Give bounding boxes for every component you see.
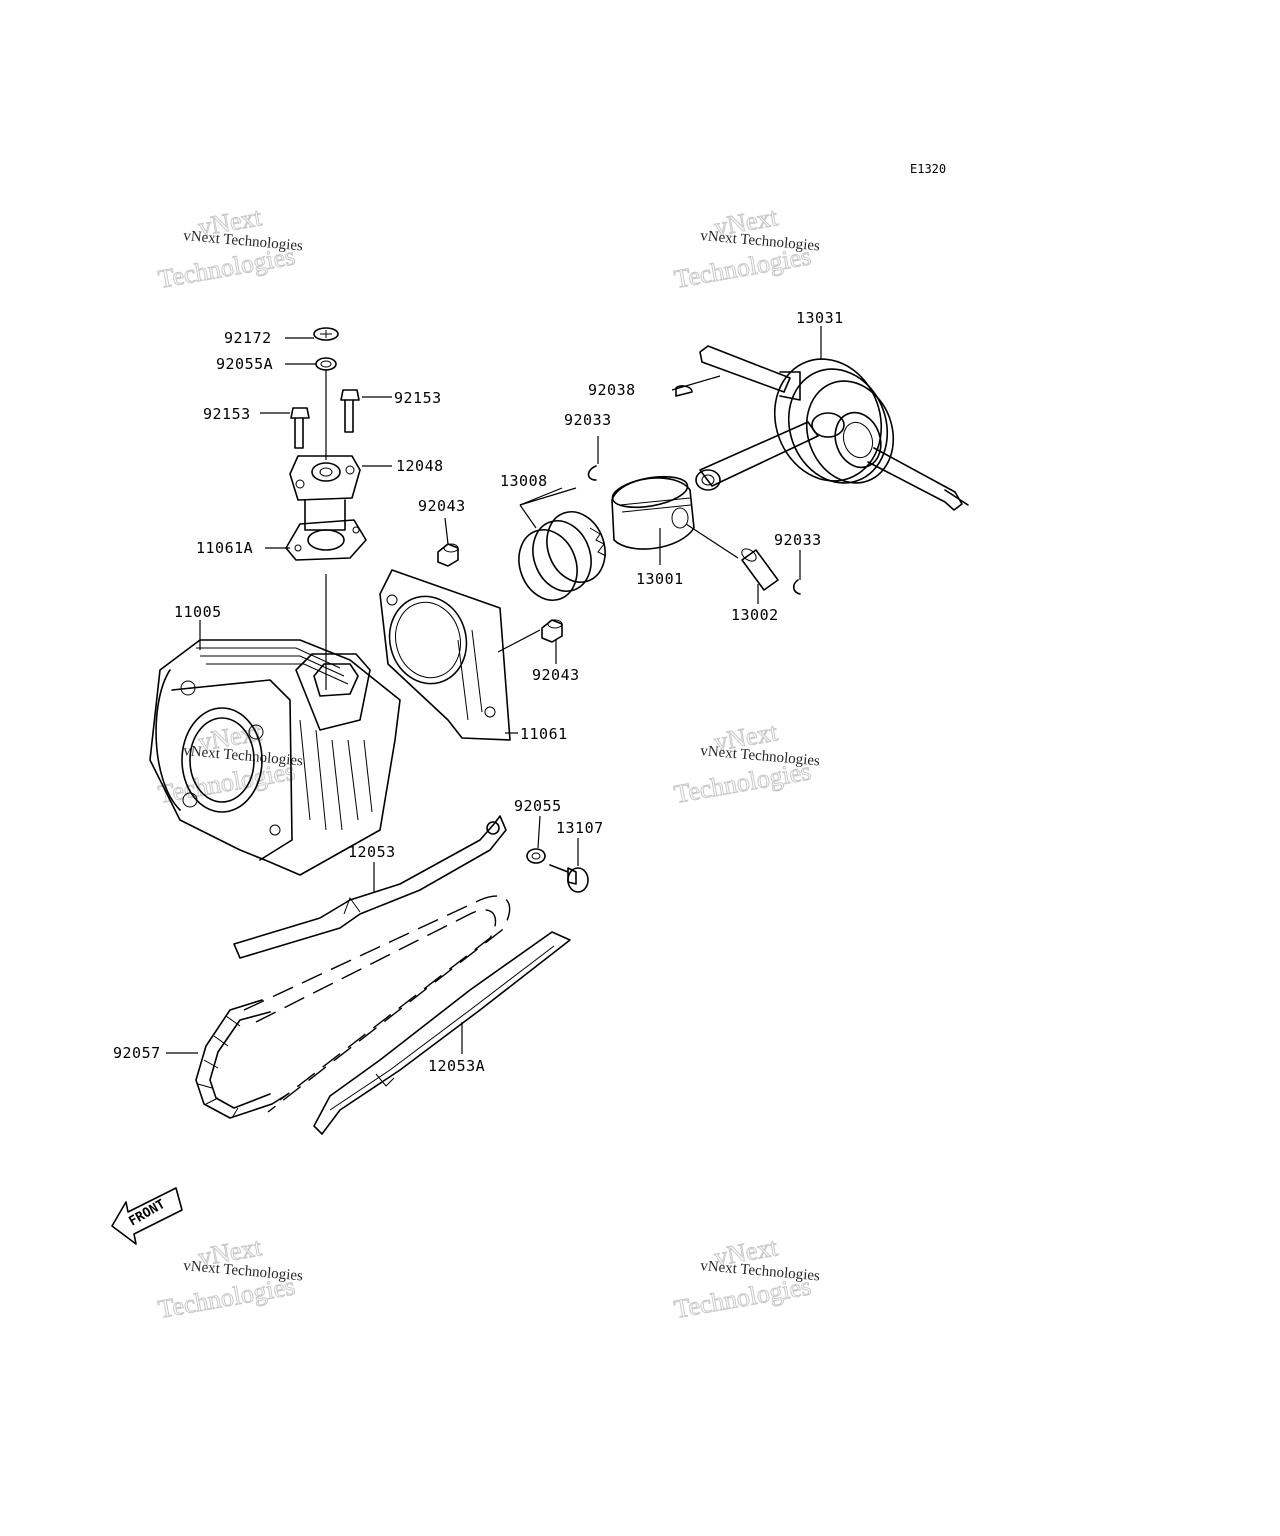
- guide-bolt-drawing[interactable]: [549, 864, 589, 893]
- piston-rings-drawing[interactable]: [509, 504, 614, 609]
- part-labels: 13031 92172 92055A 92153 92153 92038 920…: [113, 309, 844, 1075]
- piston-drawing[interactable]: [610, 472, 695, 550]
- leader-lines: [166, 326, 822, 1054]
- crankshaft-drawing[interactable]: [695, 344, 969, 511]
- label-92038: 92038: [588, 381, 636, 399]
- label-92172: 92172: [224, 329, 272, 347]
- label-13107: 13107: [556, 819, 604, 837]
- label-92043-bottom: 92043: [532, 666, 580, 684]
- label-92057: 92057: [113, 1044, 161, 1062]
- label-13031: 13031: [796, 309, 844, 327]
- label-92153-left: 92153: [203, 405, 251, 423]
- label-13008: 13008: [500, 472, 548, 490]
- label-13001: 13001: [636, 570, 684, 588]
- label-92055a: 92055A: [216, 355, 273, 373]
- label-92033-top: 92033: [564, 411, 612, 429]
- watermark-top-left: Technologies vNext vNext Technologies: [156, 202, 304, 295]
- front-direction-arrow: FRONT: [111, 1187, 183, 1245]
- tensioner-guide-drawing[interactable]: [233, 815, 507, 959]
- label-11061a: 11061A: [196, 539, 253, 557]
- label-11061: 11061: [520, 725, 568, 743]
- label-13002: 13002: [731, 606, 779, 624]
- label-12048: 12048: [396, 457, 444, 475]
- label-92153-right: 92153: [394, 389, 442, 407]
- chain-guide-drawing[interactable]: [313, 931, 571, 1135]
- cylinder-gasket-drawing[interactable]: [379, 569, 511, 741]
- watermark-middle-left: Technologies vNext vNext Technologies: [156, 717, 304, 810]
- diagram-code: E1320: [910, 162, 946, 176]
- label-11005: 11005: [174, 603, 222, 621]
- piston-pin-drawing[interactable]: [740, 546, 779, 591]
- woodruff-key-drawing[interactable]: [675, 385, 693, 397]
- watermark-middle-right: Technologies vNext vNext Technologies: [672, 717, 821, 810]
- cylinder-drawing[interactable]: [149, 639, 401, 876]
- label-92055: 92055: [514, 797, 562, 815]
- tensioner-assembly-drawing[interactable]: [285, 327, 367, 561]
- watermark-bottom-right: Technologies vNext vNext Technologies: [672, 1232, 821, 1325]
- dowel-pin-top-drawing[interactable]: [437, 543, 459, 567]
- cam-chain-drawing[interactable]: [195, 895, 511, 1119]
- piston-clip-top-drawing[interactable]: [587, 465, 597, 481]
- dowel-pin-bottom-drawing[interactable]: [541, 619, 563, 643]
- label-12053a: 12053A: [428, 1057, 485, 1075]
- watermark-top-right: Technologies vNext vNext Technologies: [672, 202, 821, 295]
- watermark-bottom-left: Technologies vNext vNext Technologies: [156, 1232, 304, 1325]
- label-92043-top: 92043: [418, 497, 466, 515]
- guide-washer-drawing[interactable]: [526, 848, 546, 864]
- label-12053: 12053: [348, 843, 396, 861]
- label-92033-right: 92033: [774, 531, 822, 549]
- piston-clip-right-drawing[interactable]: [792, 579, 801, 595]
